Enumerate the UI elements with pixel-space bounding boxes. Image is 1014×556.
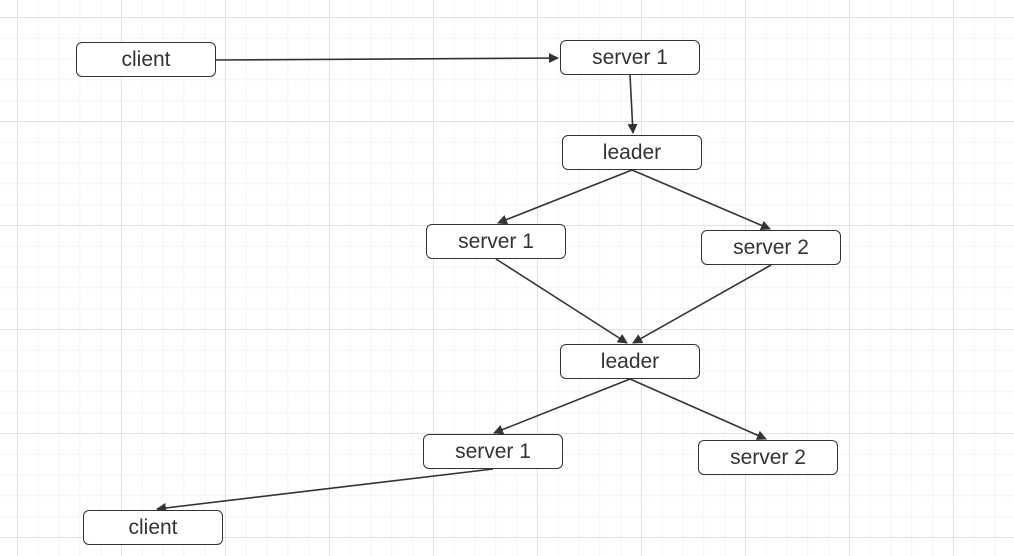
node-server-1[interactable]: server 1 (560, 40, 700, 75)
node-server-2[interactable]: server 2 (701, 230, 841, 265)
node-client[interactable]: client (83, 510, 223, 545)
edge-client-to-server1 (215, 53, 559, 64)
node-client[interactable]: client (76, 42, 216, 77)
node-server-1[interactable]: server 1 (426, 224, 566, 259)
edge-leader2-to-server2 (629, 378, 767, 440)
edge-leader2-to-server1 (493, 378, 631, 435)
edge-server1-to-leader (627, 74, 638, 134)
node-leader[interactable]: leader (562, 135, 702, 170)
edge-server2-to-leader2 (632, 264, 772, 344)
edge-server1-to-leader2 (495, 258, 628, 344)
edge-server1-to-client (156, 468, 494, 513)
node-leader[interactable]: leader (560, 344, 700, 379)
edge-leader-to-server2 (631, 169, 771, 231)
edge-leader-to-server1 (497, 169, 633, 225)
node-server-2[interactable]: server 2 (698, 440, 838, 475)
node-server-1[interactable]: server 1 (423, 434, 563, 469)
